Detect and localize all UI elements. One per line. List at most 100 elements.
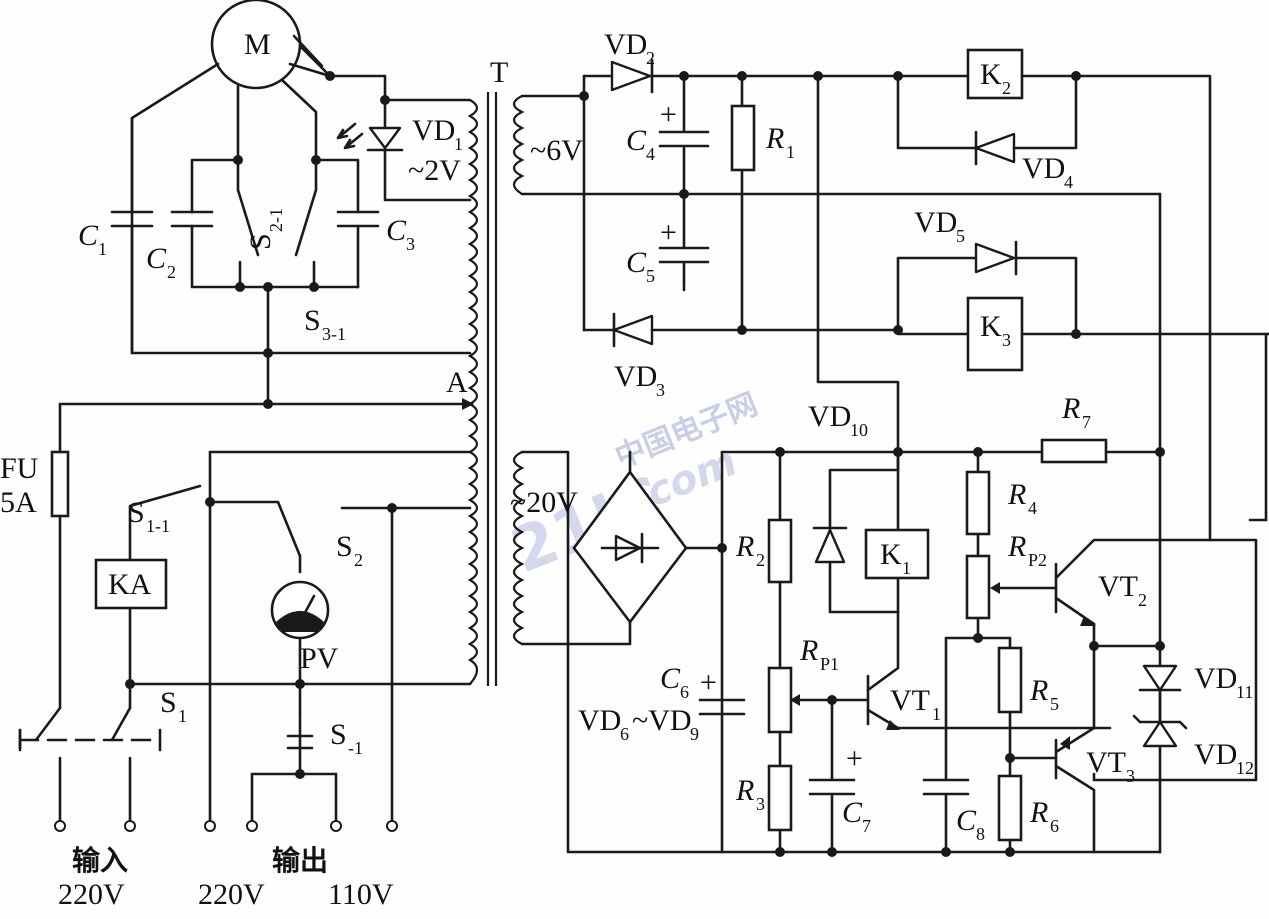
c1-sub: 1 — [98, 239, 107, 259]
vt2-label: VT — [1098, 570, 1138, 603]
rp1-pot — [767, 666, 793, 734]
c6-label: C — [660, 662, 681, 695]
ka-label: KA — [108, 568, 152, 601]
vd3-label: VD — [614, 360, 657, 393]
c3-label: C — [386, 214, 407, 247]
c7-label: C — [842, 796, 863, 829]
s31-label: S — [304, 304, 321, 337]
output-terminal-2[interactable] — [246, 820, 258, 832]
c2-sub: 2 — [167, 262, 176, 282]
k3-relay — [966, 296, 1024, 372]
k2-relay — [966, 48, 1024, 100]
r3-sub: 3 — [756, 794, 765, 814]
vd4-sub: 4 — [1064, 172, 1073, 192]
r3-resistor — [767, 764, 793, 832]
vt3-sub: 3 — [1126, 766, 1135, 786]
r2-sub: 2 — [756, 550, 765, 570]
vd1-label: VD — [412, 114, 455, 147]
r2-label: R — [735, 530, 754, 563]
c5-label: C — [626, 246, 647, 279]
vd3-sub: 3 — [656, 380, 665, 400]
output-voltage-110: 110V — [328, 878, 394, 911]
c7-sub: 7 — [862, 816, 871, 836]
io-section: FU 5A KA S 1-1 S 1 S 2 PV — [0, 402, 472, 911]
c8-label: C — [956, 804, 977, 837]
vd5-sub: 5 — [956, 226, 965, 246]
r1-resistor — [730, 104, 756, 172]
k2-sub: 2 — [1002, 78, 1011, 98]
control-section: VD 6 ~VD 9 R 7 VD 10 + C 6 R 2 R P1 R — [566, 332, 1269, 857]
vd12-label: VD — [1194, 738, 1237, 771]
output-terminal-3[interactable] — [330, 820, 342, 832]
vd1-sub: 1 — [454, 134, 463, 154]
c5-sub: 5 — [646, 266, 655, 286]
r2-resistor — [767, 518, 793, 584]
vt1-sub: 1 — [932, 704, 941, 724]
vd4-label: VD — [1022, 152, 1065, 185]
c6-sub: 6 — [680, 682, 689, 702]
motor-label: M — [244, 28, 271, 61]
output-terminal-4[interactable] — [386, 820, 398, 832]
c4-sub: 4 — [646, 144, 655, 164]
s-1-sub: -1 — [348, 738, 363, 758]
output-terminal-1[interactable] — [204, 820, 216, 832]
output-cn-label: 输出 — [272, 844, 328, 877]
s1-sub: 1 — [178, 706, 187, 726]
input-terminal-1[interactable] — [54, 820, 66, 832]
c4-label: C — [626, 124, 647, 157]
r4-resistor — [965, 470, 991, 536]
r4-sub: 4 — [1028, 498, 1037, 518]
rp2-label: R — [1007, 530, 1026, 563]
r7-resistor — [1040, 438, 1108, 464]
r5-resistor — [997, 646, 1023, 714]
vd11-label: VD — [1194, 662, 1237, 695]
vd69-sub: 6 — [620, 724, 629, 744]
c8-sub: 8 — [976, 824, 985, 844]
fu-label: FU — [0, 452, 39, 485]
tap-a-label: A — [446, 366, 468, 399]
vd69-sub2: 9 — [690, 724, 699, 744]
c3-sub: 3 — [406, 234, 415, 254]
r1-label: R — [765, 122, 784, 155]
rp2-pot — [965, 554, 991, 620]
s1-label: S — [160, 686, 177, 719]
r3-label: R — [735, 774, 754, 807]
input-terminal-2[interactable] — [124, 820, 136, 832]
r7-sub: 7 — [1082, 412, 1091, 432]
k2-label: K — [980, 58, 1002, 91]
vt2-sub: 2 — [1138, 590, 1147, 610]
c1-label: C — [78, 219, 99, 252]
s21-sub: 2-1 — [266, 208, 286, 232]
r6-resistor — [997, 774, 1023, 842]
r5-sub: 5 — [1050, 694, 1059, 714]
r6-sub: 6 — [1050, 816, 1059, 836]
input-voltage: 220V — [58, 878, 125, 911]
relay-section: + + C 4 C 5 R 1 VD 2 VD 3 K 2 VD 4 — [579, 28, 1269, 854]
vd2-sub: 2 — [646, 48, 655, 68]
fu-rating: 5A — [0, 486, 37, 519]
k1-label: K — [880, 538, 902, 571]
rp1-label: R — [799, 634, 818, 667]
transformer-label: T — [490, 56, 508, 89]
v2-label: ~2V — [408, 154, 461, 187]
output-voltage-220: 220V — [198, 878, 265, 911]
vd10-label: VD — [808, 400, 851, 433]
vd69-mid: ~VD — [632, 704, 692, 737]
s-1-label: S — [330, 718, 347, 751]
rp2-sub: P2 — [1028, 550, 1047, 570]
vd12-sub: 12 — [1236, 758, 1254, 778]
c5-plus: + — [660, 216, 677, 249]
vd5-label: VD — [914, 206, 957, 239]
s11-label: S — [128, 496, 145, 529]
r5-label: R — [1029, 674, 1048, 707]
motor-section: M — [78, 0, 472, 406]
s2-sub: 2 — [354, 550, 363, 570]
input-cn-label: 输入 — [72, 844, 128, 877]
s31-sub: 3-1 — [322, 324, 346, 344]
vd69-label: VD — [578, 704, 621, 737]
s11-sub: 1-1 — [146, 516, 170, 536]
vd11-sub: 11 — [1236, 682, 1253, 702]
transformer-t: T A ~6V ~20V — [58, 56, 1162, 686]
